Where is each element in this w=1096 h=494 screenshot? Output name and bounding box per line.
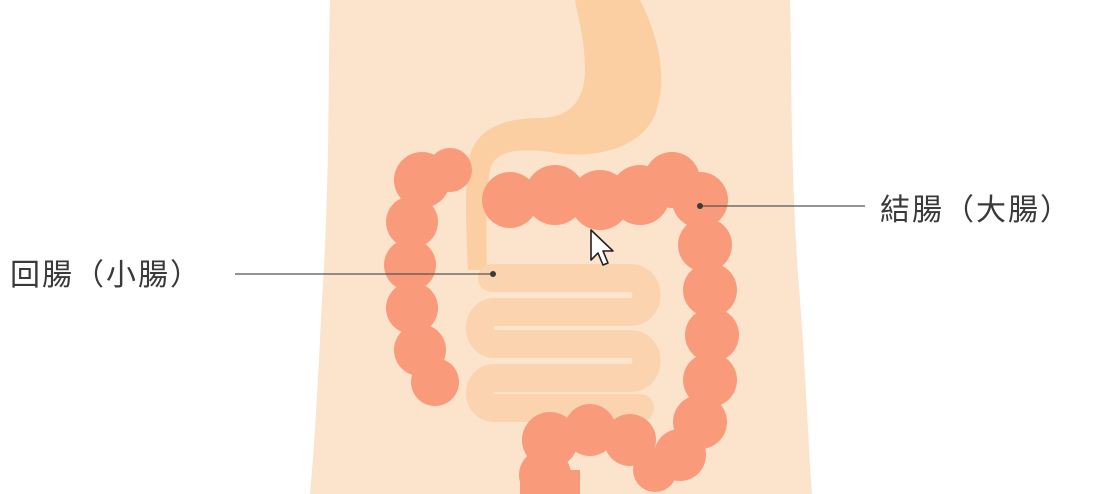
colon-label: 結腸（大腸） xyxy=(880,196,1072,226)
ileum-label: 回腸（小腸） xyxy=(10,261,202,291)
